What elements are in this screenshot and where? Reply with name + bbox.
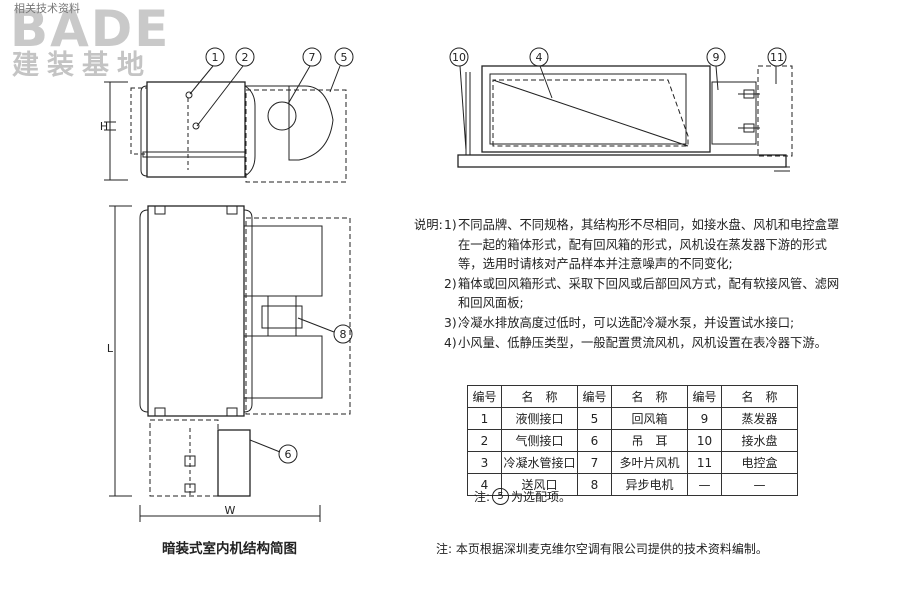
table-cell: 电控盒 — [721, 451, 798, 474]
callout-7-circle — [302, 47, 322, 67]
dim-w-label: W — [225, 504, 236, 517]
fan-outlet-circle — [267, 101, 297, 131]
table-cell: 1 — [467, 407, 502, 430]
table-cell: 11 — [687, 451, 722, 474]
note-text: 小风量、低静压类型，一般配置贯流风机，风机设置在表冷器下游。 — [458, 335, 827, 350]
side-elevation-view — [104, 65, 347, 183]
front-elevation-view — [457, 65, 793, 172]
control-box — [711, 81, 757, 145]
parts-table: 编号 名 称 编号 名 称 编号 名 称 1 液侧接口 5 回风箱 9 蒸发器 … — [467, 385, 798, 496]
note-number: 2) — [444, 276, 457, 291]
callout-4-circle — [529, 47, 549, 67]
callout-5: 5 — [341, 51, 348, 64]
note-item: 3) 冷凝水排放高度过低时，可以选配冷凝水泵，并设置试水接口; — [414, 314, 850, 334]
table-cell: 异步电机 — [611, 473, 688, 496]
callout-1-circle — [205, 47, 225, 67]
table-cell: 冷凝水管接口 — [501, 451, 578, 474]
table-row: 4 送风口 8 异步电机 — — — [467, 473, 798, 496]
callout-11-circle — [767, 47, 787, 67]
table-header: 名 称 — [501, 385, 578, 408]
table-cell: 吊 耳 — [611, 429, 688, 452]
table-cell: 9 — [687, 407, 722, 430]
note-text: 不同品牌、不同规格，其结构形不尽相同，如接水盘、风机和电控盒罩在一起的箱体形式，… — [458, 218, 840, 272]
drawing-title: 暗装式室内机结构简图 — [162, 541, 297, 557]
note-number: 3) — [444, 315, 457, 330]
table-header: 编号 — [467, 385, 502, 408]
callout-10: 10 — [452, 51, 466, 64]
table-cell: 液侧接口 — [501, 407, 578, 430]
return-air-box-outline — [245, 89, 347, 183]
dim-h-label: H — [100, 120, 108, 133]
table-cell: 10 — [687, 429, 722, 452]
table-cell: 回风箱 — [611, 407, 688, 430]
table-header: 编号 — [687, 385, 722, 408]
table-footnote: 注: 5 为选配项。 — [474, 488, 571, 505]
table-cell: 接水盘 — [721, 429, 798, 452]
watermark-small-text: 相关技术资料 — [14, 2, 80, 15]
table-cell: 6 — [577, 429, 612, 452]
callout-balloons — [205, 47, 787, 464]
callout-1: 1 — [212, 51, 219, 64]
drain-pan — [457, 154, 787, 168]
table-cell: — — [721, 473, 798, 496]
note-text: 冷凝水排放高度过低时，可以选配冷凝水泵，并设置试水接口; — [458, 315, 795, 330]
note-number: 4) — [444, 335, 457, 350]
unit-body — [147, 205, 245, 417]
evaporator-box — [481, 65, 711, 153]
callout-8: 8 — [340, 328, 347, 341]
footnote-text: 为选配项。 — [511, 490, 572, 504]
callout-11: 11 — [770, 51, 784, 64]
table-row: 3 冷凝水管接口 7 多叶片风机 11 电控盒 — [467, 451, 798, 474]
table-cell: 5 — [577, 407, 612, 430]
watermark-brand-cn: 建装基地 — [12, 50, 152, 81]
callout-4: 4 — [536, 51, 543, 64]
motor — [261, 305, 303, 329]
callout-8-circle — [333, 324, 353, 344]
note-item: 4) 小风量、低静压类型，一般配置贯流风机，风机设置在表冷器下游。 — [414, 334, 850, 354]
footnote-prefix: 注: — [474, 490, 491, 504]
table-header: 编号 — [577, 385, 612, 408]
callout-10-circle — [449, 47, 469, 67]
footnote-circled-number: 5 — [492, 488, 510, 505]
table-cell: 7 — [577, 451, 612, 474]
fan-housing-upper — [243, 225, 323, 297]
table-header-row: 编号 名 称 编号 名 称 编号 名 称 — [467, 385, 798, 408]
table-cell: 气侧接口 — [501, 429, 578, 452]
watermark-brand: BADE — [10, 0, 171, 58]
plan-view — [109, 205, 351, 522]
table-cell: 3 — [467, 451, 502, 474]
callout-7: 7 — [309, 51, 316, 64]
note-item: 2) 箱体或回风箱形式、采取下回风或后部回风方式，配有软接风管、滤网和回风面板; — [414, 275, 850, 314]
fan-housing-lower — [243, 335, 323, 399]
drain-box — [217, 429, 251, 497]
table-row: 2 气侧接口 6 吊 耳 10 接水盘 — [467, 429, 798, 452]
callout-9: 9 — [713, 51, 720, 64]
table-cell: 8 — [577, 473, 612, 496]
table-cell: — — [687, 473, 722, 496]
callout-2: 2 — [242, 51, 249, 64]
table-cell: 送风口 — [501, 473, 578, 496]
table-header: 名 称 — [721, 385, 798, 408]
notes-block: 说明: 1) 不同品牌、不同规格，其结构形不尽相同，如接水盘、风机和电控盒罩在一… — [414, 216, 850, 353]
note-text: 箱体或回风箱形式、采取下回风或后部回风方式，配有软接风管、滤网和回风面板; — [458, 276, 840, 311]
dim-l-label: L — [107, 342, 114, 355]
notes-heading: 说明: — [414, 218, 443, 232]
table-header: 名 称 — [611, 385, 688, 408]
note-number: 1) — [444, 218, 457, 232]
note-item: 1) 不同品牌、不同规格，其结构形不尽相同，如接水盘、风机和电控盒罩在一起的箱体… — [414, 216, 850, 275]
callout-6-circle — [278, 444, 298, 464]
table-row: 1 液侧接口 5 回风箱 9 蒸发器 — [467, 407, 798, 430]
source-note: 注: 本页根据深圳麦克维尔空调有限公司提供的技术资料编制。 — [436, 542, 768, 556]
table-cell: 多叶片风机 — [611, 451, 688, 474]
callout-5-circle — [334, 47, 354, 67]
table-cell: 蒸发器 — [721, 407, 798, 430]
callout-6: 6 — [285, 448, 292, 461]
table-cell: 2 — [467, 429, 502, 452]
callout-2-circle — [235, 47, 255, 67]
callout-9-circle — [706, 47, 726, 67]
